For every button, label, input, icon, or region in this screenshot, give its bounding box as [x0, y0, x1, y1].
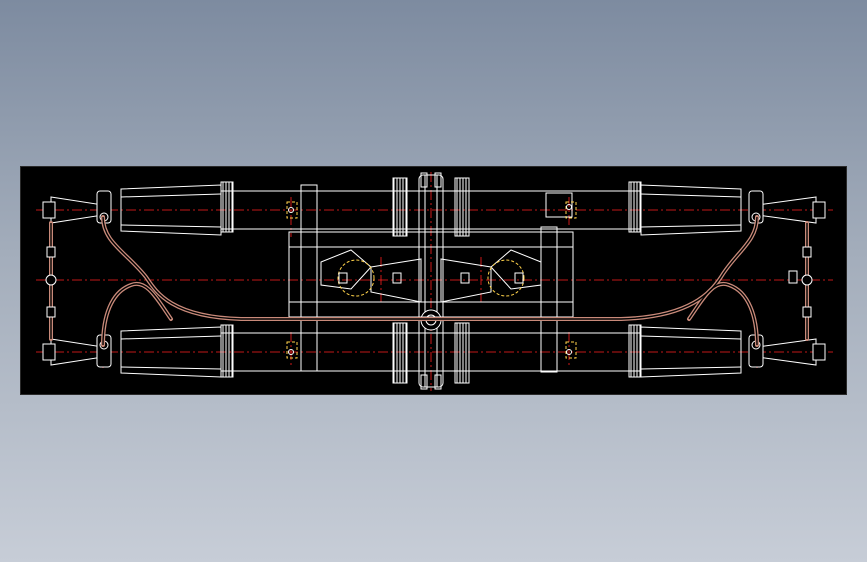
centerlines — [36, 172, 833, 391]
pipe-fittings — [45, 246, 813, 318]
center-gearbox — [418, 172, 444, 390]
bolster-frame — [288, 184, 574, 373]
bogie-plan-drawing — [36, 172, 833, 391]
hidden-features — [286, 201, 577, 359]
wheel-hubs — [220, 177, 642, 384]
brake-pipes-core — [50, 216, 808, 346]
cad-drawing-viewport[interactable] — [20, 166, 847, 395]
axle-end-caps — [42, 190, 826, 368]
bolts — [288, 204, 572, 355]
